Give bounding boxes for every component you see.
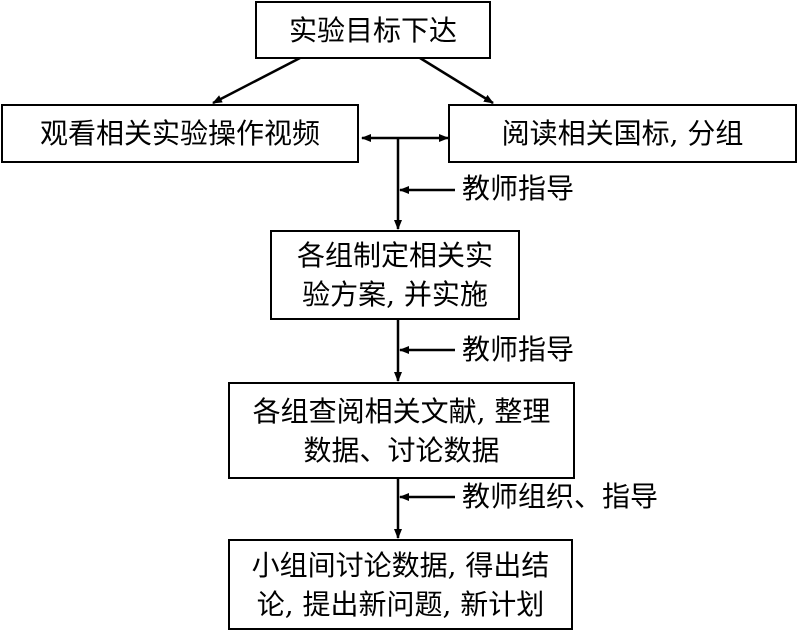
step-group-discussion: 小组间讨论数据, 得出结 论, 提出新问题, 新计划 (228, 539, 573, 630)
step-read-standards-label: 阅读相关国标, 分组 (501, 117, 744, 150)
teacher-guidance-note-1: 教师指导 (462, 172, 575, 205)
step-watch-video-label: 观看相关实验操作视频 (39, 117, 320, 150)
step-assign-goal-label: 实验目标下达 (288, 13, 457, 47)
arrow-goal-to-standards (419, 56, 494, 105)
step-make-plan: 各组制定相关实 验方案, 并实施 (270, 230, 520, 320)
step-group-discussion-label: 小组间讨论数据, 得出结 论, 提出新问题, 新计划 (251, 548, 550, 621)
teacher-organize-guide-note: 教师组织、指导 (462, 480, 659, 513)
step-read-standards: 阅读相关国标, 分组 (448, 104, 797, 163)
step-make-plan-label: 各组制定相关实 验方案, 并实施 (296, 239, 493, 311)
step-assign-goal: 实验目标下达 (255, 1, 491, 59)
step-review-literature-label: 各组查阅相关文献, 整理 数据、讨论数据 (252, 394, 551, 467)
step-review-literature: 各组查阅相关文献, 整理 数据、讨论数据 (228, 382, 575, 479)
arrow-goal-to-video (212, 56, 301, 105)
step-watch-video: 观看相关实验操作视频 (1, 104, 359, 163)
teacher-guidance-note-2: 教师指导 (462, 333, 575, 366)
